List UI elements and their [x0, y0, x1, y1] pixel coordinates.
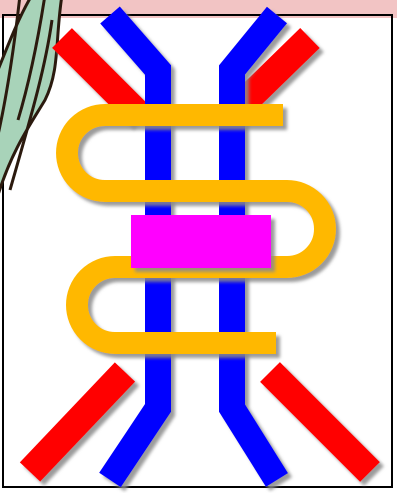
red-track-bottom-right	[270, 372, 370, 472]
leaf-shape	[0, 0, 62, 195]
center-block	[131, 215, 271, 268]
